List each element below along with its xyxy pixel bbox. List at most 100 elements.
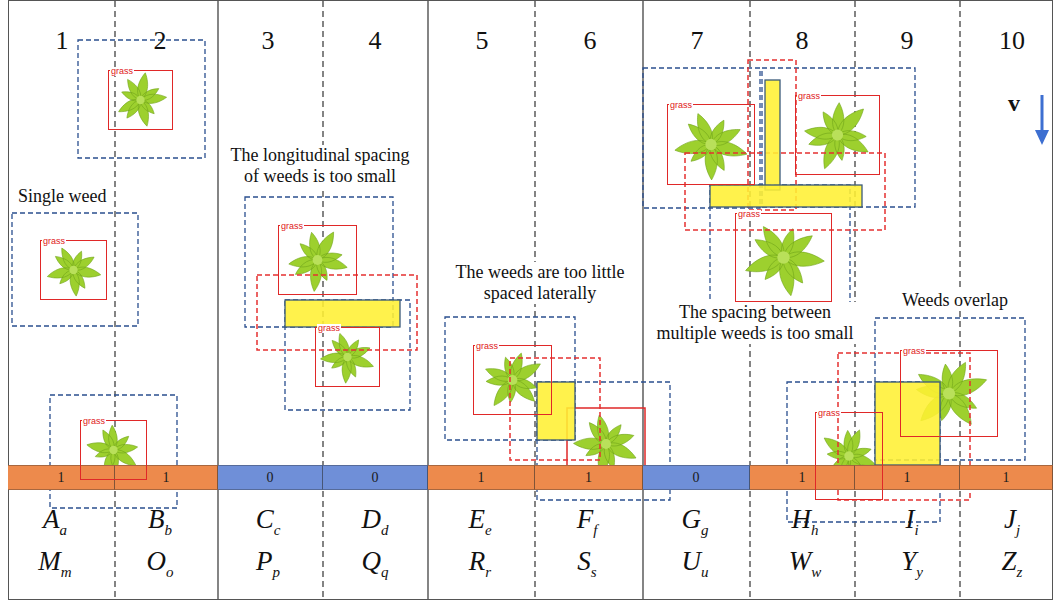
class-label: grass bbox=[797, 92, 821, 101]
weed-leaves bbox=[119, 73, 167, 126]
variable-subscript: u bbox=[701, 563, 709, 581]
signal-cell: 0 bbox=[643, 465, 750, 490]
column-divider bbox=[427, 1, 428, 599]
weed-center bbox=[136, 96, 144, 104]
label-holder: 1 bbox=[37, 26, 87, 56]
column-divider bbox=[749, 1, 750, 599]
detection-box: grass bbox=[735, 213, 832, 302]
signal-cell: 1 bbox=[960, 465, 1053, 490]
variable-subscript: y bbox=[916, 563, 923, 581]
signal-value: 0 bbox=[372, 470, 379, 486]
merged-spray-box bbox=[685, 153, 885, 230]
column-number: 10 bbox=[987, 26, 1037, 56]
variable-subscript: i bbox=[914, 521, 918, 539]
variable-name: Q bbox=[362, 546, 382, 576]
class-label: grass bbox=[82, 417, 106, 426]
variable-subscript: r bbox=[485, 563, 491, 581]
arrow-head bbox=[1035, 130, 1049, 145]
variable-holder: Hh bbox=[770, 504, 840, 534]
variable-subscript: b bbox=[165, 521, 173, 539]
detection-box: grass bbox=[667, 104, 755, 185]
variable-holder: Jj bbox=[977, 504, 1047, 534]
class-label: grass bbox=[902, 347, 926, 356]
variable-name: F bbox=[577, 504, 594, 534]
variable-holder: Ii bbox=[877, 504, 947, 534]
column-number: 3 bbox=[243, 26, 293, 56]
variable-holder: Pp bbox=[233, 546, 303, 576]
weed-center bbox=[844, 451, 854, 461]
detection-box: grass bbox=[315, 327, 380, 387]
label-holder: 4 bbox=[350, 26, 400, 56]
annotation: Single weed bbox=[16, 186, 108, 207]
merged-spray-box bbox=[510, 358, 600, 460]
label-holder: 2 bbox=[135, 26, 185, 56]
variable-name: S bbox=[577, 546, 591, 576]
velocity-arrow bbox=[1035, 95, 1049, 145]
signal-value: 1 bbox=[163, 470, 170, 486]
annotation: The longitudinal spacing of weeds is too… bbox=[225, 145, 415, 187]
variable-subscript: w bbox=[811, 563, 821, 581]
variable-name: C bbox=[256, 504, 274, 534]
variable-subscript: h bbox=[811, 521, 819, 539]
signal-value: 1 bbox=[58, 470, 65, 486]
variable-holder: Yy bbox=[877, 546, 947, 576]
variable-holder: Aa bbox=[20, 504, 90, 534]
spray-range-box bbox=[50, 395, 177, 508]
detection-box: grass bbox=[900, 350, 998, 437]
column-divider bbox=[854, 1, 855, 599]
weed-center bbox=[343, 353, 351, 361]
variable-subscript: j bbox=[1016, 521, 1020, 539]
variable-name: H bbox=[792, 504, 812, 534]
class-label: grass bbox=[737, 210, 761, 219]
label-holder: 5 bbox=[457, 26, 507, 56]
variable-name: D bbox=[362, 504, 382, 534]
signal-cell: 1 bbox=[8, 465, 115, 490]
signal-cell: 1 bbox=[115, 465, 218, 490]
class-label: grass bbox=[110, 67, 134, 76]
label-holder: 9 bbox=[882, 26, 932, 56]
label-holder: 10 bbox=[987, 26, 1037, 56]
overlap-region bbox=[875, 382, 940, 465]
class-label: grass bbox=[317, 324, 341, 333]
weed-plant bbox=[321, 333, 374, 383]
weed-leaves bbox=[289, 232, 347, 291]
label-holder: 3 bbox=[243, 26, 293, 56]
variable-name: B bbox=[148, 504, 165, 534]
annotation: Weeds overlap bbox=[900, 290, 1010, 311]
merged-spray-box bbox=[257, 275, 417, 350]
detection-box: grass bbox=[108, 70, 173, 130]
weed-center bbox=[601, 439, 611, 449]
variable-name: P bbox=[256, 546, 273, 576]
label-holder: Weeds overlap bbox=[900, 290, 1010, 311]
spray-range-box bbox=[787, 382, 940, 522]
signal-cell: 1 bbox=[750, 465, 855, 490]
spray-range-box bbox=[12, 213, 138, 326]
column-number: 6 bbox=[565, 26, 615, 56]
detection-box: grass bbox=[278, 225, 357, 295]
weed-center bbox=[777, 251, 789, 263]
column-number: 7 bbox=[672, 26, 722, 56]
signal-cell: 1 bbox=[535, 465, 643, 490]
signal-cell: 0 bbox=[218, 465, 323, 490]
variable-name: W bbox=[789, 546, 812, 576]
class-label: grass bbox=[817, 409, 841, 418]
class-label: grass bbox=[280, 222, 304, 231]
signal-value: 1 bbox=[904, 470, 911, 486]
variable-holder: Zz bbox=[977, 546, 1047, 576]
label-holder: The spacing between multiple weeds is to… bbox=[650, 302, 860, 344]
label-holder: The weeds are too little spaced laterall… bbox=[440, 262, 640, 304]
variable-subscript: s bbox=[591, 563, 597, 581]
variable-holder: Ss bbox=[552, 546, 622, 576]
weed-center bbox=[832, 129, 843, 140]
merged-spray-box bbox=[838, 353, 970, 500]
column-number: 1 bbox=[37, 26, 87, 56]
signal-value: 0 bbox=[267, 470, 274, 486]
overlap-region-group bbox=[285, 80, 940, 465]
class-label: grass bbox=[669, 101, 693, 110]
weed-plant bbox=[47, 248, 100, 296]
variable-name: G bbox=[682, 504, 702, 534]
weed-center bbox=[69, 266, 77, 274]
variable-subscript: m bbox=[61, 563, 72, 581]
variable-name: E bbox=[468, 504, 485, 534]
variable-holder: Ff bbox=[552, 504, 622, 534]
